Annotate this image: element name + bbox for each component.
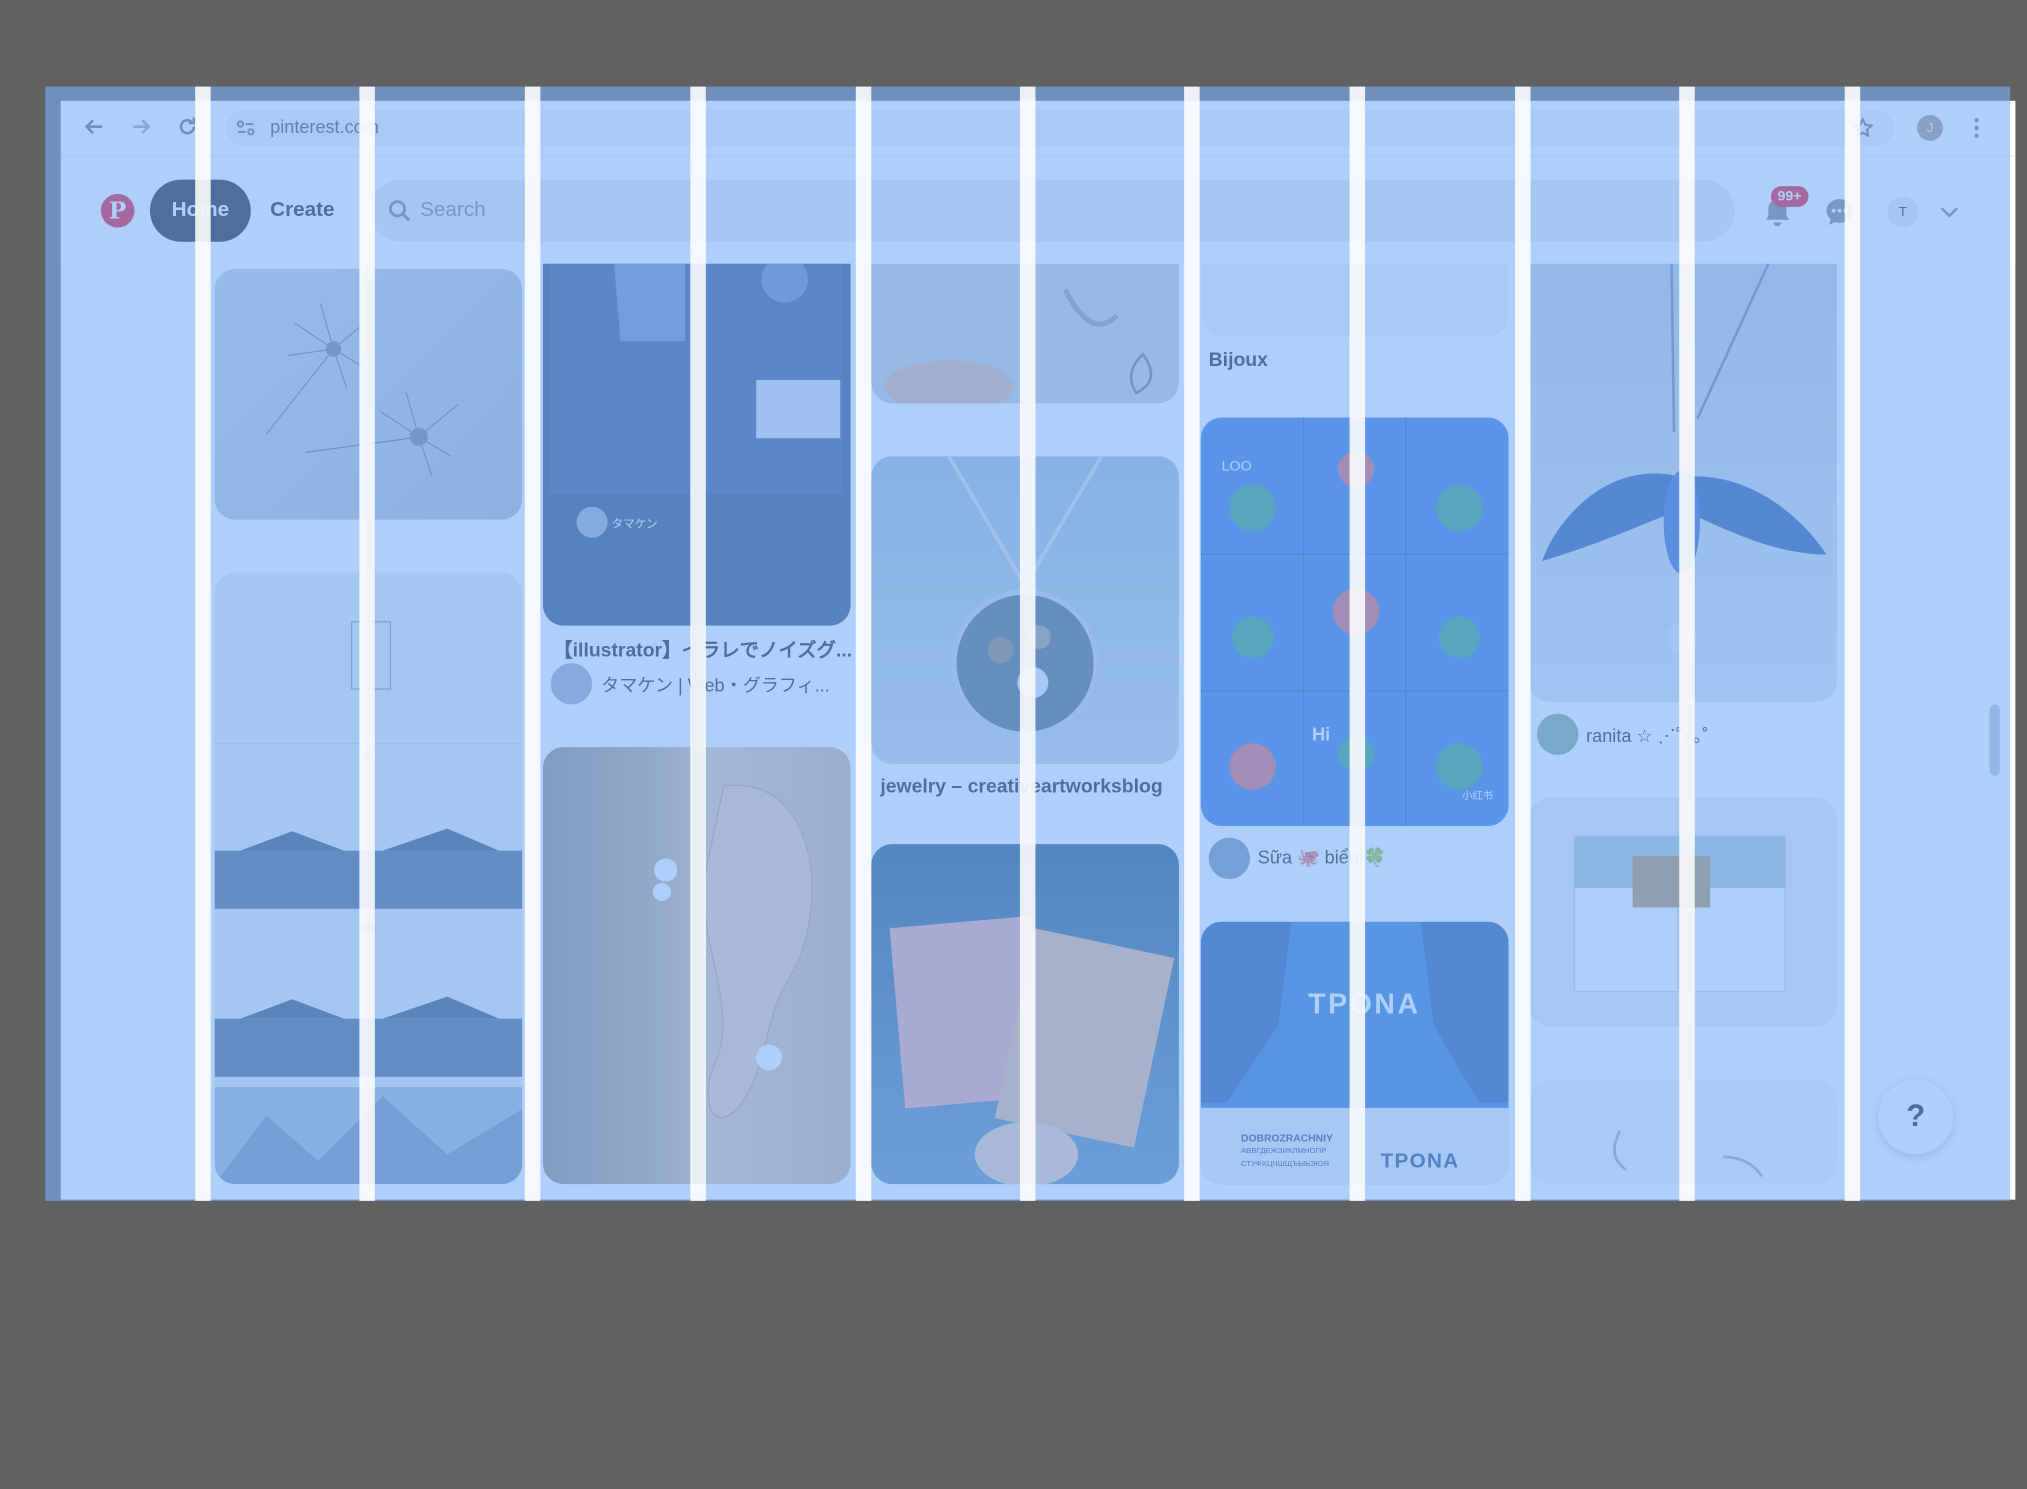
pinterest-logo-icon[interactable]: P (100, 193, 135, 228)
author-avatar[interactable] (1208, 837, 1251, 880)
pin-image-text: DOBROZRACHNIY (1240, 1132, 1333, 1145)
pin-swallow-charm-image[interactable] (1529, 263, 1837, 702)
bookmark-star-icon[interactable] (1849, 114, 1877, 142)
forward-arrow-icon[interactable] (128, 114, 154, 140)
back-arrow-icon[interactable] (81, 114, 107, 140)
pin-dandelion-image[interactable] (214, 268, 523, 520)
pin-image-watermark: タマケン (611, 517, 658, 531)
reload-icon[interactable] (175, 114, 201, 140)
pin-title[interactable]: 【illustrator】イラレでノイズグ... (553, 639, 853, 662)
pin-image-text: 小红书 (1462, 789, 1494, 802)
pin-image-text: TPONA (1380, 1150, 1460, 1173)
search-input[interactable] (369, 179, 1735, 242)
create-button[interactable]: Create (270, 199, 335, 222)
browser-profile-avatar[interactable]: J (1917, 115, 1943, 141)
author-avatar[interactable] (1537, 713, 1579, 755)
url-text: pinterest.com (270, 116, 379, 138)
pin-earrings-image[interactable] (1529, 1079, 1837, 1185)
site-settings-icon[interactable] (234, 116, 257, 139)
help-button[interactable]: ? (1878, 1079, 1954, 1155)
address-bar[interactable] (226, 109, 1894, 147)
pin-pendant-image[interactable] (871, 456, 1179, 764)
pin-author[interactable]: Sữa 🐙 biển 🍀 (1257, 846, 1387, 868)
author-avatar[interactable] (550, 663, 593, 705)
messages-icon[interactable] (1823, 195, 1857, 229)
pin-magazine-spread-image[interactable] (1529, 797, 1837, 1027)
pin-jewelry-making-image[interactable] (871, 263, 1179, 404)
search-placeholder: Search (420, 199, 486, 222)
pin-bijoux-image[interactable] (1200, 263, 1509, 337)
chevron-down-icon[interactable] (1936, 199, 1962, 225)
page-scrollbar[interactable] (1989, 704, 2000, 776)
pin-image-text: ABBГДЕЖЗИКЛМНОПР (1240, 1147, 1327, 1156)
pin-image-text: Hi (1312, 723, 1331, 745)
pin-title[interactable]: jewelry – creativeartworksblog (880, 775, 1163, 798)
pin-postcards-image[interactable] (871, 844, 1179, 1185)
pin-palace-poster-image[interactable] (214, 572, 523, 1185)
notification-badge: 99+ (1770, 186, 1809, 207)
pin-illustrator-noise-image[interactable] (542, 263, 851, 626)
pin-character-collage-image[interactable] (1200, 417, 1509, 827)
pin-title[interactable]: Bijoux (1208, 349, 1268, 372)
pin-author[interactable]: ranita ☆ ⋰˚⋆｡˚ (1586, 725, 1709, 746)
account-avatar[interactable]: T (1887, 196, 1919, 228)
pin-author[interactable]: タマケン | Web・グラフィ... (601, 674, 830, 696)
pin-ear-piercing-image[interactable] (542, 747, 851, 1185)
pin-image-text: LOO (1221, 458, 1252, 475)
search-icon (388, 199, 414, 225)
home-button[interactable]: Home (149, 179, 251, 242)
pin-image-text: СТУФХЦЧШЩЪЫЬЭЮЯ (1240, 1160, 1330, 1169)
pin-image-title: TPONA (1308, 987, 1421, 1020)
browser-menu-icon[interactable] (1964, 114, 1990, 142)
pin-tpona-poster-image[interactable] (1200, 921, 1509, 1185)
